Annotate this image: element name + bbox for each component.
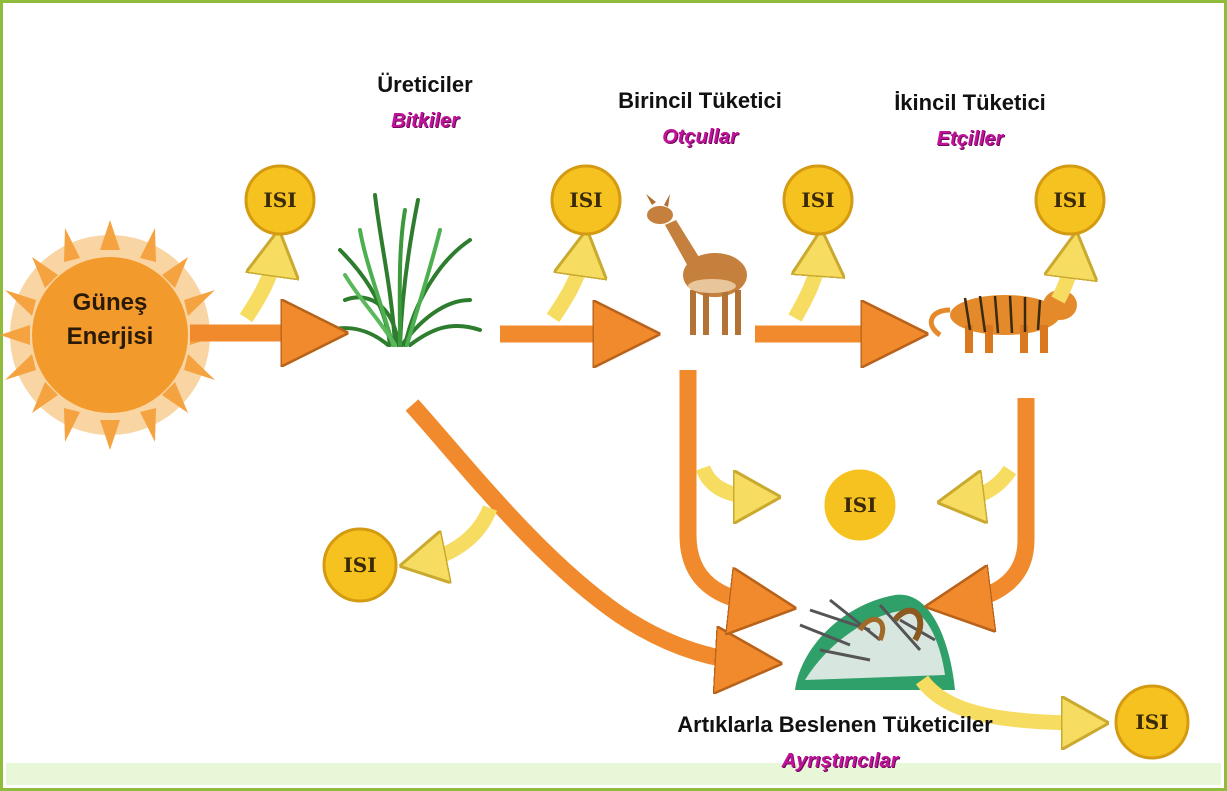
plants-icon — [330, 195, 480, 345]
secondary-consumer-subtitle: Etçiller — [870, 128, 1070, 151]
heat-label-2: ISI — [569, 188, 602, 212]
arrow-heat-secondary — [1058, 252, 1074, 300]
heat-label-5: ISI — [343, 553, 376, 577]
primary-consumer-title: Birincil Tüketici — [570, 88, 830, 114]
arrow-producers-to-decomposers — [412, 405, 752, 662]
tiger-icon — [931, 290, 1077, 353]
primary-consumer-subtitle: Otçullar — [600, 126, 800, 149]
arrow-heat-producers — [553, 250, 584, 318]
heat-label-7: ISI — [1135, 710, 1168, 734]
arrow-heat-secondary-down — [958, 470, 1010, 500]
heat-label-6: ISI — [843, 493, 876, 517]
producers-title: Üreticiler — [330, 72, 520, 98]
decomposers-icon — [795, 595, 955, 690]
heat-label-1: ISI — [263, 188, 296, 212]
decomposers-title: Artıklarla Beslenen Tüketiciler — [600, 712, 1070, 738]
sun-label-line1: Güneş — [40, 286, 180, 320]
arrow-heat-primary — [795, 250, 820, 318]
decomposers-subtitle: Ayrıştırıcılar — [720, 750, 960, 773]
heat-label-3: ISI — [801, 188, 834, 212]
sun-label: Güneş Enerjisi — [40, 286, 180, 354]
producers-subtitle: Bitkiler — [330, 110, 520, 133]
arrow-heat-sun — [246, 250, 276, 318]
sun-label-line2: Enerjisi — [40, 320, 180, 354]
arrow-heat-primary-down — [703, 468, 760, 497]
deer-icon — [646, 194, 747, 335]
heat-label-4: ISI — [1053, 188, 1086, 212]
secondary-consumer-title: İkincil Tüketici — [850, 90, 1090, 116]
arrow-heat-decomposers-left — [420, 508, 490, 562]
